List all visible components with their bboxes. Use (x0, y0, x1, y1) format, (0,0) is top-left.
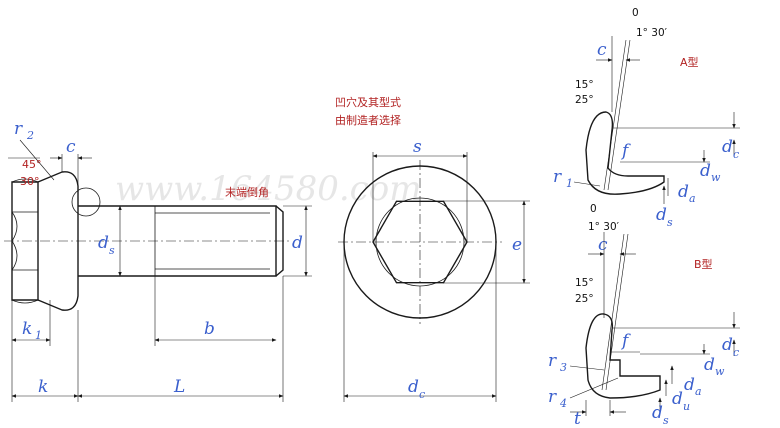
svg-text:s: s (667, 216, 673, 229)
label-k: k (38, 377, 48, 397)
label-f-b: f (620, 331, 631, 351)
svg-text:0: 0 (632, 7, 639, 19)
label-dc-b: d (722, 335, 733, 355)
label-dw-a: d (700, 161, 711, 181)
label-dc-a: d (722, 137, 733, 157)
svg-text:0: 0 (590, 203, 597, 215)
type-a-label: A型 (680, 55, 699, 69)
angle-tol-b: 1° 30′ (588, 221, 620, 233)
label-ds-a: d (656, 205, 667, 225)
svg-text:c: c (733, 346, 739, 359)
svg-text:s: s (663, 414, 669, 427)
svg-text:w: w (711, 171, 721, 184)
label-r2: r (14, 119, 23, 139)
detail-type-b: 0 1° 30′ B型 c 15° 25° d c d w d a d u d … (548, 203, 740, 428)
type-b-label: B型 (694, 257, 713, 271)
svg-text:u: u (683, 400, 690, 413)
note-chamfer: 末端倒角 (225, 185, 269, 199)
svg-text:1: 1 (566, 177, 573, 190)
flange-section-b (585, 313, 661, 399)
angle-15-b: 15° (575, 277, 594, 289)
note-shape-2: 由制造者选择 (335, 113, 401, 127)
angle-tol-a: 1° 30′ (636, 27, 668, 39)
label-t: t (574, 409, 581, 428)
svg-text:a: a (689, 192, 696, 205)
label-dw-b: d (704, 355, 715, 375)
angle-25-a: 25° (575, 94, 594, 106)
label-c-a: c (597, 40, 607, 60)
svg-text:c: c (419, 388, 425, 401)
watermark: www.164580.com (115, 169, 421, 209)
svg-text:2: 2 (26, 129, 34, 142)
label-f-a: f (620, 141, 631, 161)
label-e: e (512, 235, 522, 255)
end-view: 凹穴及其型式 由制造者选择 s e d c (335, 95, 530, 402)
svg-text:3: 3 (560, 361, 567, 374)
svg-text:4: 4 (559, 397, 567, 410)
label-da-b: d (684, 375, 695, 395)
svg-text:1: 1 (35, 329, 42, 342)
label-d: d (292, 233, 303, 253)
label-ds: d (98, 233, 109, 253)
angle-45: 45° (22, 158, 42, 171)
svg-text:a: a (695, 385, 702, 398)
label-b: b (204, 319, 215, 339)
label-du-b: d (672, 389, 683, 409)
label-s: s (413, 137, 422, 157)
angle-25-b: 25° (575, 293, 594, 305)
label-c-b: c (598, 235, 608, 255)
angle-30: 30° (20, 175, 40, 188)
label-r1: r (553, 167, 562, 187)
label-dc: d (408, 377, 419, 397)
svg-text:w: w (715, 365, 725, 378)
svg-text:c: c (733, 148, 739, 161)
detail-type-a: 0 1° 30′ A型 c 15° 25° d c d w d a d s f … (553, 7, 740, 229)
label-k1: k (22, 319, 32, 339)
detail-circle (71, 187, 101, 217)
label-ds-b: d (652, 403, 663, 423)
flange-section-a (585, 111, 665, 195)
side-view: k L k 1 b d s d c r 2 45° 30° 末端倒角 (4, 119, 312, 402)
angle-15-a: 15° (575, 79, 594, 91)
label-r4: r (548, 387, 557, 407)
label-L: L (173, 377, 185, 397)
label-da-a: d (678, 182, 689, 202)
label-c-top: c (66, 137, 76, 157)
label-r3: r (548, 351, 557, 371)
svg-text:s: s (109, 244, 115, 257)
note-shape-1: 凹穴及其型式 (335, 95, 401, 109)
